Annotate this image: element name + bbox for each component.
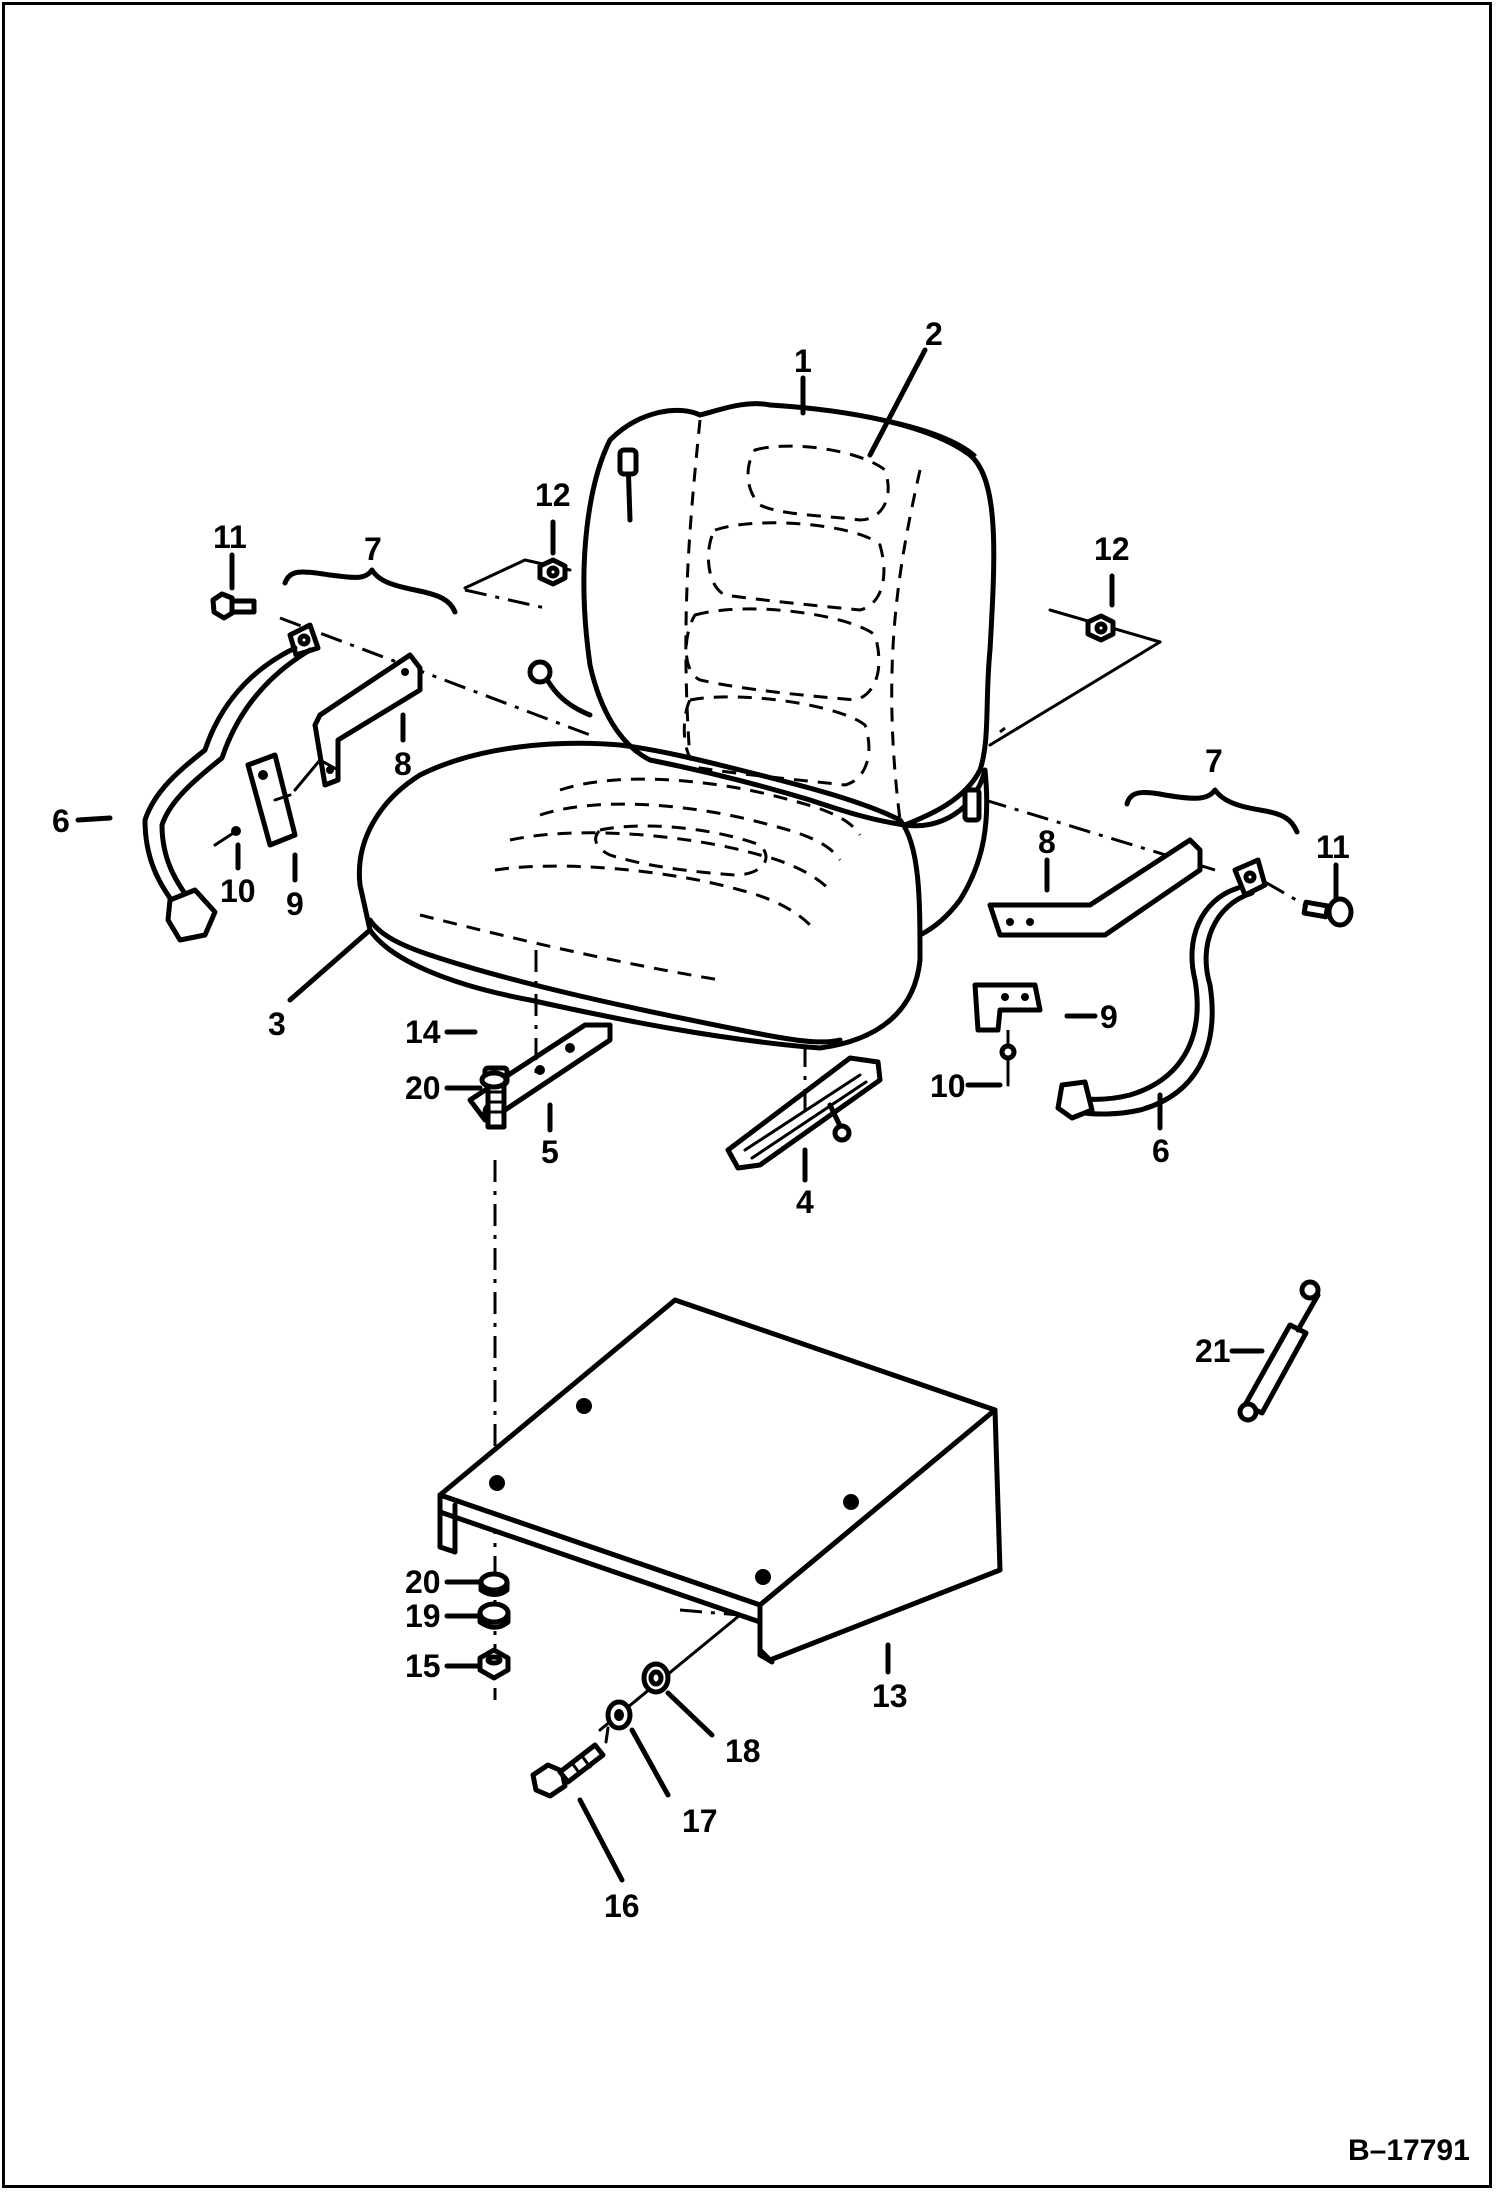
belt-right-centerline [1264,880,1306,907]
callout-6-left: 6 [52,803,70,839]
callout-2: 2 [925,316,943,352]
callout-8-left: 8 [394,746,412,782]
nut-12-left [537,557,568,587]
buckle-9-right [972,982,1043,1033]
callout-16: 16 [604,1888,640,1924]
seat-mount-plate [437,1297,1003,1665]
callout-18: 18 [725,1733,761,1769]
callout-15: 15 [405,1648,441,1684]
leader-lines [75,347,1339,1883]
callout-19: 19 [405,1598,441,1634]
brace-7-left [282,567,458,615]
callout-9-left: 9 [286,886,304,922]
seat-cushion [356,740,923,1051]
callout-4: 4 [796,1184,814,1220]
screw-10-left [213,826,241,847]
callout-12-right: 12 [1094,531,1130,567]
callout-10-left: 10 [220,873,256,909]
nut-15 [477,1647,511,1681]
callout-13: 13 [872,1678,908,1714]
callout-7-left: 7 [364,531,382,567]
callout-6-right: 6 [1152,1133,1170,1169]
bracket-8-right [987,837,1203,938]
callout-11-left: 11 [213,519,247,555]
callout-3: 3 [268,1006,286,1042]
bolt-16 [530,1742,606,1799]
callout-9-right: 9 [1100,999,1118,1035]
buckle-9-left [245,752,298,848]
callout-labels: 1 2 3 4 5 6 6 7 7 8 8 9 9 10 10 11 11 12… [52,316,1350,1924]
callout-21: 21 [1195,1333,1231,1369]
washer-17 [605,1699,633,1731]
callout-10-right: 10 [930,1068,966,1104]
washer-18 [641,1661,671,1695]
lock-washer-19 [477,1601,511,1630]
seat-rail-right [725,1055,883,1171]
seat-side-panel [902,767,990,938]
washer-20-lower [478,1571,510,1597]
bolt-16-axis [604,1726,610,1744]
brace-7-right [1124,787,1300,835]
gas-spring-21 [1237,1279,1321,1423]
nut-12-right [1085,613,1116,643]
seat-belt-right [1055,857,1268,1121]
callout-12-left: 12 [535,477,571,513]
link-9-8-left [293,758,340,792]
backrest-latch [527,447,639,718]
screw-10-right [999,1030,1017,1087]
seat-back [581,401,997,828]
washer-20-upper [479,1070,509,1090]
seat-belt-left [142,622,321,943]
callout-5: 5 [541,1134,559,1170]
callout-14: 14 [405,1014,441,1050]
figure-id: B–17791 [1348,2134,1470,2167]
bolt-11-right [1301,896,1354,928]
callout-7-right: 7 [1205,743,1223,779]
callout-17: 17 [682,1803,718,1839]
callout-20-lower: 20 [405,1564,441,1600]
callout-11-right: 11 [1316,829,1350,865]
callout-20-upper: 20 [405,1070,441,1106]
callout-8-right: 8 [1038,824,1056,860]
callout-1: 1 [794,343,812,379]
bolt-11-left [210,591,257,621]
